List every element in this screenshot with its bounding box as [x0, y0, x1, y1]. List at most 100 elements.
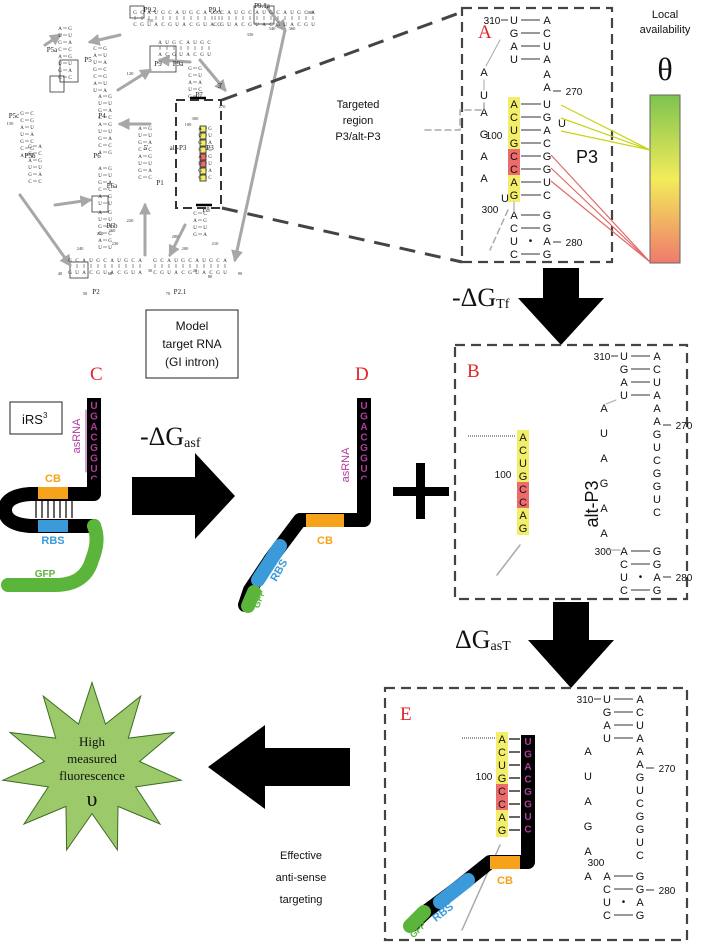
b-bot-right-3: G [653, 585, 662, 597]
a-target-7: G [510, 190, 519, 202]
d-cb-label: CB [317, 535, 333, 547]
b-right-col-1: A [653, 416, 661, 428]
p2-1-stem-t2: A [167, 259, 171, 264]
p7-stem-l0: G [188, 67, 192, 72]
p5-stem-r0: G [103, 47, 107, 52]
p9-1-stem-b5: G [248, 23, 252, 28]
intron-target-hl-0 [199, 125, 207, 133]
panel-a-box [460, 6, 614, 264]
fluor-line-3: fluorescence [59, 768, 125, 783]
b-top-right-1: C [653, 364, 661, 376]
p6b-stem-r4: G [108, 239, 112, 244]
a-paired-4: G [543, 151, 552, 163]
p9-stem-t0: A [158, 41, 162, 46]
p9-1-stem-t14: A [311, 11, 315, 16]
p1-stem-l3: C [138, 148, 142, 153]
p9-2-stem-b11: A [210, 23, 214, 28]
a-u-300: U [501, 193, 509, 205]
p7-stem-r1: U [198, 74, 202, 79]
p9-1-stem-t7: U [262, 11, 266, 16]
b-loop-0: A [600, 403, 608, 415]
fluor-line-1: High [79, 734, 106, 749]
p8-stem-r2: U [203, 226, 207, 231]
e-right-col-8: C [636, 850, 644, 862]
p7-stem-r3: C [198, 88, 202, 93]
b-bot-right-0: G [653, 546, 662, 558]
a-target-4-highlight [508, 149, 520, 163]
a-top-right-0: A [543, 15, 551, 27]
p6b-stem-l4: A [98, 239, 102, 244]
intron-label-5: P5a [47, 46, 58, 54]
p1-stem-l0: A [138, 127, 142, 132]
p2-1-stem-b1: G [160, 271, 164, 276]
p5b-stem-l1: C [28, 152, 32, 157]
p5b-stem-l5: C [28, 180, 32, 185]
p5-stem-l2: U [93, 61, 97, 66]
p2-1-stem-b10: U [223, 271, 227, 276]
p2-1-stem-b7: A [202, 271, 206, 276]
a-loop-link-0 [485, 39, 501, 67]
p6a-stem-l5: U [98, 202, 102, 207]
p5a-stem-r3: C [68, 48, 72, 53]
p3-stem-r3: C [208, 148, 212, 153]
intron-label-0: P9.2 [144, 6, 157, 14]
e-target-7: G [498, 825, 507, 837]
panel-d-letter: D [355, 364, 369, 385]
p9-stem-b6: G [200, 53, 204, 58]
p5a-stem-l0: A [58, 27, 62, 32]
p9-1-stem-t3: U [234, 11, 238, 16]
intron-zoom-box [175, 99, 222, 209]
b-target-6-highlight [517, 508, 529, 522]
p9-stem-b0: A [158, 53, 162, 58]
e-top-left-3: U [603, 733, 611, 745]
p5b-stem-r0: A [38, 145, 42, 150]
a-top-right-2: U [543, 41, 551, 53]
p4-stem-l5: U [98, 130, 102, 135]
e-n300: 300 [588, 858, 605, 869]
p2-1-stem-t3: U [174, 259, 178, 264]
a-bot-right-3: G [543, 249, 552, 261]
d-gfp-segment [241, 585, 261, 613]
a-bot-right-0: G [543, 210, 552, 222]
intron-label-21: 5' [144, 144, 149, 152]
panel-a-letter: A [478, 22, 492, 43]
a-bot-right-2: A [543, 236, 551, 248]
intron-label-2: P9.1a [254, 2, 271, 10]
b-top-right-2: U [653, 377, 661, 389]
zoom-line-top [221, 10, 463, 102]
c-gfp-label: GFP [35, 569, 56, 580]
e-bot-right-2: A [636, 897, 644, 909]
e-target-1: C [498, 747, 506, 759]
intron-target-hl-4 [199, 153, 207, 161]
p2-1-stem-b5: G [188, 271, 192, 276]
p5a-stem-l3: C [58, 48, 62, 53]
c-asrna-label: asRNA [71, 418, 83, 454]
p3-stem-r7: C [208, 176, 212, 181]
p7-stem-l1: C [188, 74, 192, 79]
p5-stem-r6: A [103, 89, 107, 94]
p9-2-stem-t12: G [217, 11, 221, 16]
panel-c-letter: C [90, 364, 103, 385]
p6b-stem-r5: U [108, 246, 112, 251]
p2-1-stem-b4: C [181, 271, 185, 276]
p9-stem-b5: C [193, 53, 197, 58]
p2-stem-b8: G [124, 271, 128, 276]
p9-stem-t2: G [172, 41, 176, 46]
intron-label-1: P9.1 [209, 6, 222, 14]
gray-arrow-4 [157, 54, 192, 67]
gray-arrow-1 [43, 33, 62, 47]
p2-1-stem-t10: A [223, 259, 227, 264]
p9-1-stem-t6: A [255, 11, 259, 16]
p9-1-stem-b14: U [311, 23, 315, 28]
p5a-stem-r2: A [68, 41, 72, 46]
p4-stem-r5: U [108, 130, 112, 135]
a-left-loop-0: A [480, 107, 488, 119]
e-loop-1: U [584, 771, 592, 783]
b-bot-left-0: A [620, 546, 628, 558]
p5-stem-l6: U [93, 89, 97, 94]
a-target-4: C [510, 151, 518, 163]
intron-num-5: 380 [307, 10, 315, 15]
b-target-4-highlight [517, 482, 529, 496]
intron-label-12: P6b [107, 222, 118, 230]
